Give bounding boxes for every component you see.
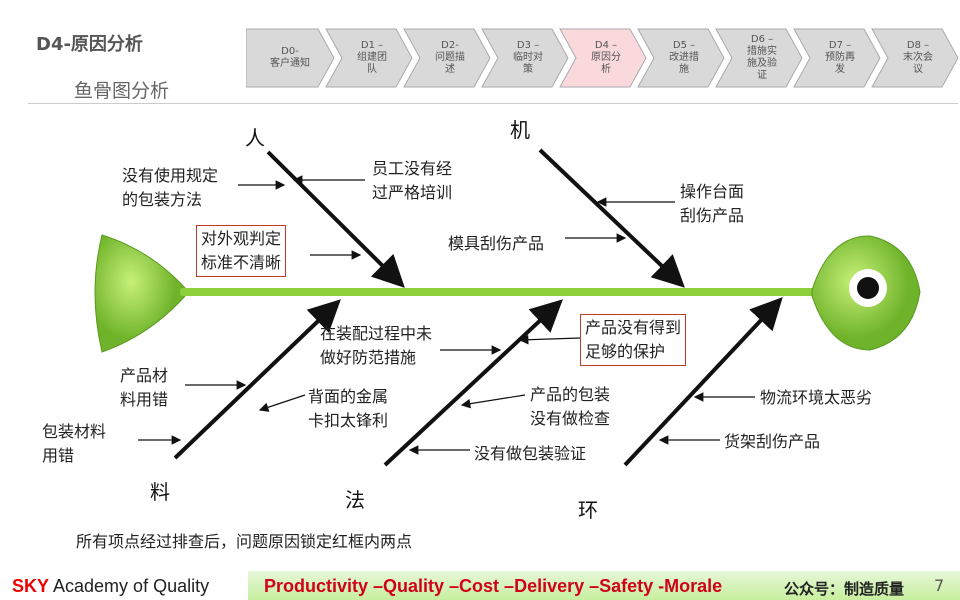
wechat-account: 公众号：制造质量 (784, 580, 905, 598)
brand-sky: SKY (12, 576, 50, 596)
step-d2: D2-问题描述 (402, 28, 491, 88)
step-d1: D1 –组建团队 (324, 28, 413, 88)
step-name: 末次会议 (903, 52, 933, 75)
footer-band (248, 571, 960, 600)
cause-label: 操作台面 刮伤产品 (680, 182, 745, 225)
step-d4: D4 –原因分析 (558, 28, 647, 88)
step-code: D8 – (906, 40, 930, 51)
step-code: D1 – (360, 40, 384, 51)
step-name: 改进措施 (669, 52, 699, 75)
cause-label: 模具刮伤产品 (448, 234, 545, 253)
page-number: 7 (934, 576, 945, 595)
cause-label: 货架刮伤产品 (724, 432, 821, 451)
cause-label: 包装材料 用错 (42, 422, 107, 465)
root-cause-box: 对外观判定 标准不清晰 (196, 225, 287, 277)
step-code: D3 – (516, 40, 540, 51)
step-name: 临时对策 (513, 52, 543, 75)
cause-label: 在装配过程中未 做好防范措施 (320, 324, 433, 367)
fish-spine (180, 288, 815, 296)
step-code: D0- (281, 46, 299, 57)
step-d6: D6 –措施实施及验证 (714, 28, 803, 88)
step-code: D4 – (594, 40, 618, 51)
step-d8: D8 –末次会议 (870, 28, 959, 88)
category-method: 法 (345, 488, 365, 512)
step-code: D5 – (672, 40, 696, 51)
brand: SKY Academy of Quality (12, 576, 209, 597)
step-name: 客户通知 (270, 58, 310, 69)
step-d5: D5 –改进措施 (636, 28, 725, 88)
step-code: D2- (441, 40, 459, 51)
category-machine: 机 (510, 118, 530, 142)
cause-label: 产品的包装 没有做检查 (530, 385, 611, 428)
cause-label: 没有做包装验证 (474, 444, 587, 463)
step-code: D7 – (828, 40, 852, 51)
fish-tail (94, 234, 186, 353)
page-title: D4-原因分析 (36, 34, 143, 55)
page-subtitle: 鱼骨图分析 (74, 80, 170, 102)
divider (28, 103, 958, 104)
step-name: 原因分析 (591, 52, 621, 75)
category-material: 料 (150, 480, 170, 504)
brand-name: Academy of Quality (49, 576, 210, 596)
step-code: D6 – (750, 34, 774, 45)
step-d3: D3 –临时对策 (480, 28, 569, 88)
category-man: 人 (245, 126, 265, 150)
step-name: 预防再发 (825, 52, 855, 75)
step-name: 问题描述 (435, 52, 465, 75)
cause-label: 没有使用规定 的包装方法 (122, 166, 219, 209)
step-name: 措施实施及验证 (747, 46, 777, 81)
step-d7: D7 –预防再发 (792, 28, 881, 88)
conclusion-note: 所有项点经过排查后，问题原因锁定红框内两点 (76, 532, 413, 551)
cause-label: 物流环境太恶劣 (760, 388, 873, 407)
step-name: 组建团队 (357, 52, 387, 75)
slogan: Productivity –Quality –Cost –Delivery –S… (264, 576, 723, 596)
cause-label: 员工没有经 过严格培训 (372, 159, 453, 202)
step-d0: D0-客户通知 (246, 28, 335, 88)
category-environment: 环 (578, 498, 598, 522)
cause-label: 产品材 料用错 (120, 366, 169, 409)
root-cause-box: 产品没有得到 足够的保护 (580, 314, 687, 366)
cause-label: 背面的金属 卡扣太锋利 (308, 387, 389, 430)
